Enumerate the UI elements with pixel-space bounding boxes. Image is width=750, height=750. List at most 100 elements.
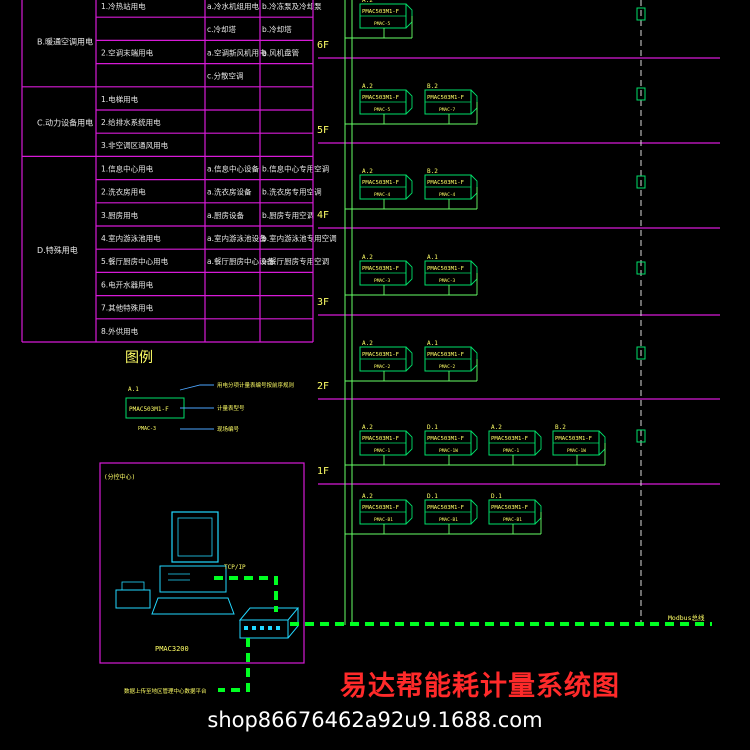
upload-note: 数据上传至地区管理中心数据平台 [124,687,207,695]
table-row-subitem-b: b.风机盘管 [262,47,300,57]
table-row-subitem-a: a.洗衣房设备 [207,187,252,197]
meter-model: PMAC503M1-F [362,266,400,272]
protocol-label: TCP/IP [224,564,246,571]
table-row-subitem-a: c.冷却塔 [207,24,237,34]
legend-model: PMAC503M1-F [129,406,169,413]
switch-port [252,626,256,630]
meter-subcode: PMAC-7 [439,107,456,113]
meter-subcode: PMAC-4 [374,192,391,198]
meter-model: PMAC503M1-F [555,436,593,442]
table-row-item: 2.空调末端用电 [101,47,154,57]
meter-model: PMAC503M1-F [427,266,465,272]
floor-label: 1F [317,466,329,477]
meter-subcode: PMAC-3 [374,278,391,284]
floor-label: 5F [317,125,329,136]
meter-subcode: PMAC-B1 [374,517,393,523]
table-row-item: 6.电开水器用电 [101,279,154,289]
meter-subcode: PMAC-1 [503,448,520,454]
table-row-subitem-b: b.冷冻泵及冷却泵 [262,1,322,11]
legend-code: A.1 [128,386,139,393]
monitor-screen [177,517,213,557]
switch-top [238,607,300,621]
meter-model: PMAC503M1-F [362,9,400,15]
meter-subcode: PMAC-2 [439,364,456,370]
meter-connector [405,430,413,456]
table-row-subitem-a: a.餐厅厨房中心设备 [207,256,274,266]
meter-model: PMAC503M1-F [362,436,400,442]
meter-connector [598,430,606,456]
table-row-subitem-a: c.分散空调 [207,71,244,81]
meter-model: PMAC503M1-F [427,505,465,511]
meter-code: A.2 [491,424,502,431]
table-row-item: 3.厨房用电 [101,210,139,220]
switch-icon [239,619,289,639]
meter-model: PMAC503M1-F [427,95,465,101]
switch-port [276,626,280,630]
meter-connector [470,174,478,200]
meter-layout: A.2PMAC503M1-FPMAC-5A.2PMAC503M1-FPMAC-5… [344,0,606,625]
meter-subcode: PMAC-1W [567,448,586,454]
floor-label: 6F [317,40,329,51]
printer-icon [115,589,151,609]
meter-code: B.2 [427,168,438,175]
switch-port [260,626,264,630]
table-row-item: 7.其他特殊用电 [101,303,154,313]
tcpip-link [214,576,278,612]
meter-subcode: PMAC-B1 [439,517,458,523]
meter-model: PMAC503M1-F [427,436,465,442]
meter-model: PMAC503M1-F [362,95,400,101]
meter-connector [405,346,413,372]
table-row-subitem-b: b.室内游泳池专用空调 [262,233,337,243]
meter-code: B.2 [555,424,566,431]
table-row-subitem-b: b.洗衣房专用空调 [262,187,322,197]
meter-code: B.2 [427,83,438,90]
computer-case-icon [159,565,227,593]
table-row-subitem-a: a.冷水机组用电 [207,1,259,11]
table-row-item: 5.餐厅厨房中心用电 [101,256,169,266]
meter-code: D.1 [427,493,438,500]
legend-title: 图例 [125,350,153,366]
meter-subcode: PMAC-5 [374,107,391,113]
meter-connector [470,260,478,286]
meter-code: A.2 [362,0,373,4]
meter-model: PMAC503M1-F [491,436,529,442]
table-row-subitem-b: b.信息中心专用空调 [262,163,329,173]
legend-sub: PMAC-3 [138,426,156,432]
legend-leader [179,384,214,391]
meter-code: A.2 [362,83,373,90]
meter-connector [470,430,478,456]
meter-subcode: PMAC-1 [374,448,391,454]
meter-code: A.2 [362,168,373,175]
meter-subcode: PMAC-5 [374,21,391,27]
terminal-device [636,87,646,101]
meter-model: PMAC503M1-F [362,352,400,358]
floor-label: 4F [317,210,329,221]
legend-note: 计量表型号 [217,404,245,412]
meter-subcode: PMAC-1W [439,448,458,454]
meter-code: A.2 [362,424,373,431]
floor-label: 2F [317,381,329,392]
table-row-item: 1.电梯用电 [101,94,139,104]
meter-connector [470,499,478,525]
meter-code: A.2 [362,340,373,347]
table-row-item: 8.外供用电 [101,326,139,336]
modbus-label: Modbus总线 [668,613,705,622]
keyboard-icon [151,597,235,615]
meter-subcode: PMAC-B1 [503,517,522,523]
meter-connector [405,89,413,115]
